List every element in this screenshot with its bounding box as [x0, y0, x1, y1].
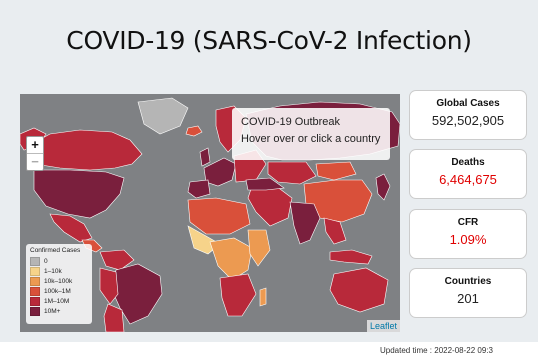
region-iberia[interactable]	[187, 179, 211, 199]
deaths-value: 6,464,675	[439, 172, 497, 187]
countries-value: 201	[457, 291, 479, 306]
legend-swatch	[30, 266, 40, 276]
region-turkey-iran[interactable]	[245, 177, 285, 191]
global-cases-label: Global Cases	[436, 98, 500, 109]
page-header: COVID-19 (SARS-CoV-2 Infection)	[0, 0, 538, 80]
region-central-africa[interactable]	[209, 237, 253, 281]
updated-time: Updated time : 2022-08-22 09:3	[380, 346, 493, 355]
region-australia[interactable]	[329, 267, 389, 313]
region-southeast-asia[interactable]	[323, 217, 347, 245]
region-north-africa[interactable]	[187, 197, 251, 235]
legend-item: 0	[30, 256, 88, 266]
zoom-in-button[interactable]: +	[31, 137, 39, 152]
map-info-box: COVID-19 Outbreak Hover over or click a …	[232, 108, 390, 160]
legend-label: 1–10k	[44, 267, 62, 275]
legend-item: 10M+	[30, 306, 88, 316]
global-cases-card: Global Cases 592,502,905	[409, 90, 527, 140]
region-mongolia[interactable]	[315, 161, 357, 181]
deaths-card: Deaths 6,464,675	[409, 149, 527, 199]
info-hint: Hover over or click a country	[241, 133, 381, 145]
region-india[interactable]	[289, 201, 321, 245]
region-usa[interactable]	[33, 169, 125, 219]
map-legend: Confirmed Cases 0 1–10k 10k–100k 100k–1M…	[26, 244, 92, 324]
legend-label: 10M+	[44, 307, 61, 315]
cfr-label: CFR	[457, 217, 479, 228]
legend-label: 1M–10M	[44, 297, 70, 305]
region-greenland[interactable]	[137, 97, 189, 135]
region-east-africa[interactable]	[247, 229, 271, 267]
legend-item: 1M–10M	[30, 296, 88, 306]
legend-item: 100k–1M	[30, 286, 88, 296]
deaths-label: Deaths	[451, 157, 485, 168]
region-middle-east[interactable]	[247, 185, 293, 227]
region-japan-korea[interactable]	[375, 173, 391, 201]
leaflet-attribution-link[interactable]: Leaflet	[366, 320, 400, 332]
legend-swatch	[30, 276, 40, 286]
region-mexico[interactable]	[49, 213, 93, 243]
zoom-control: + −	[26, 136, 44, 171]
legend-swatch	[30, 306, 40, 316]
region-kazakhstan[interactable]	[267, 161, 317, 185]
region-iceland[interactable]	[185, 125, 203, 137]
region-colombia-venezuela[interactable]	[99, 249, 135, 271]
region-canada[interactable]	[27, 129, 143, 171]
info-title: COVID-19 Outbreak	[241, 116, 341, 128]
global-cases-value: 592,502,905	[431, 113, 505, 128]
cfr-value: 1.09%	[449, 232, 487, 247]
region-southern-africa[interactable]	[219, 273, 257, 317]
legend-label: 100k–1M	[44, 287, 71, 295]
zoom-out-button[interactable]: −	[27, 153, 43, 170]
page-title: COVID-19 (SARS-CoV-2 Infection)	[66, 25, 472, 55]
legend-swatch	[30, 296, 40, 306]
region-argentina[interactable]	[103, 303, 125, 332]
legend-label: 0	[44, 257, 48, 265]
countries-card: Countries 201	[409, 268, 527, 318]
legend-label: 10k–100k	[44, 277, 73, 285]
cfr-card: CFR 1.09%	[409, 209, 527, 259]
countries-label: Countries	[444, 276, 492, 287]
legend-item: 10k–100k	[30, 276, 88, 286]
legend-title: Confirmed Cases	[30, 247, 81, 254]
region-peru-bolivia[interactable]	[99, 267, 119, 305]
dashboard-panel: + − COVID-19 Outbreak Hover over or clic…	[0, 80, 538, 342]
legend-swatch	[30, 256, 40, 266]
region-uk[interactable]	[199, 147, 211, 167]
legend-item: 1–10k	[30, 266, 88, 276]
region-madagascar[interactable]	[259, 287, 267, 307]
region-indonesia[interactable]	[329, 249, 373, 265]
world-map[interactable]: + − COVID-19 Outbreak Hover over or clic…	[20, 94, 400, 332]
legend-swatch	[30, 286, 40, 296]
